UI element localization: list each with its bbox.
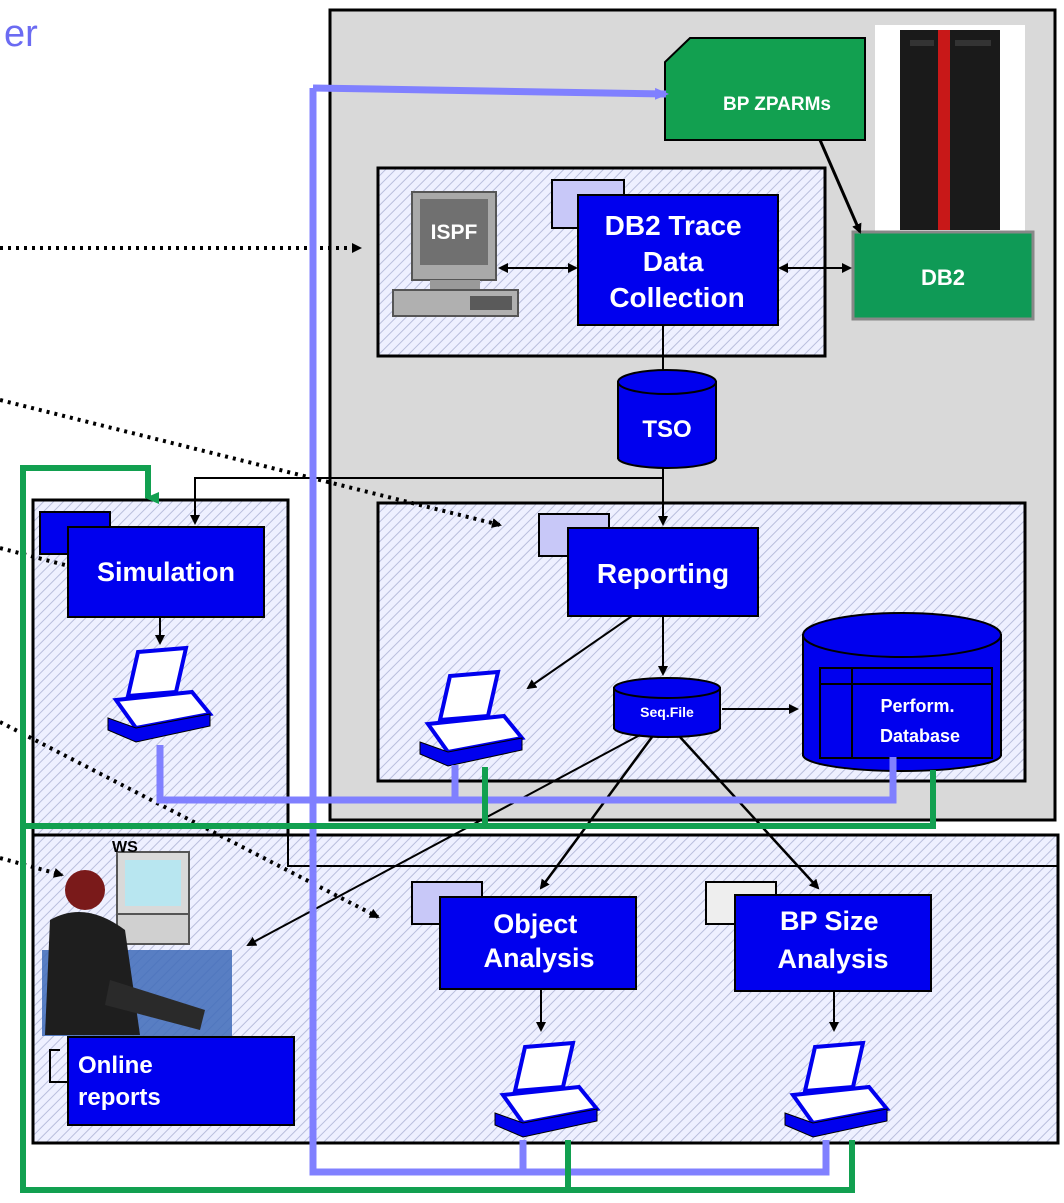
object-analysis-box xyxy=(439,896,637,990)
ispf-label: ISPF xyxy=(431,221,478,244)
online-reports-bracket xyxy=(49,1049,68,1083)
feedback-loop-lavender xyxy=(156,745,897,804)
object-analysis-label: Object Analysis xyxy=(483,909,594,973)
seqfile-bpsize-arrow xyxy=(679,736,820,890)
perform-db-cylinder xyxy=(802,612,1002,772)
tso-cylinder xyxy=(617,369,717,469)
online-reports-label: Online reports xyxy=(78,1052,161,1111)
printer-icon xyxy=(419,669,526,767)
bp-size-analysis-label: BP Size Analysis xyxy=(777,906,888,974)
dotted-pointer-simulation xyxy=(0,546,66,567)
bp-zparms-card xyxy=(664,37,866,141)
simulation-label: Simulation xyxy=(97,557,235,587)
perform-db-label: Perform. Database xyxy=(880,696,960,746)
trace-collection-label: DB2 Trace Data Collection xyxy=(605,210,750,313)
reporting-box xyxy=(567,527,759,617)
db2-box xyxy=(851,230,1035,321)
printer-icon xyxy=(107,645,214,743)
feedback-loop-green-outer xyxy=(20,465,159,826)
trace-collection-box xyxy=(577,194,779,326)
printer-icon xyxy=(784,1040,891,1138)
tso-simulation-arrow xyxy=(190,477,663,525)
reporting-printer-arrow xyxy=(526,615,633,690)
feedback-loop-lavender-top xyxy=(312,84,669,100)
reporting-label: Reporting xyxy=(597,558,729,589)
zparms-db2-arrow xyxy=(818,139,862,234)
feedback-loop-lavender-bottom xyxy=(309,88,527,1176)
seqfile-object-arrow xyxy=(539,736,654,890)
mainframe-image xyxy=(875,25,1025,235)
ws-label: WS xyxy=(112,839,138,856)
bp-size-analysis-box xyxy=(734,894,932,992)
feedback-loop-lavender-bpsize xyxy=(523,1140,830,1176)
printer-icon xyxy=(494,1040,601,1138)
feedback-loop-green-bpsize xyxy=(568,1140,855,1193)
feedback-loop-green-db xyxy=(485,770,936,829)
workstation-person-icon xyxy=(42,851,232,1036)
tso-label: TSO xyxy=(642,416,691,443)
simulation-box xyxy=(67,526,265,618)
db2-label: DB2 xyxy=(921,265,965,290)
dotted-pointer-reporting xyxy=(0,398,502,528)
seq-file-label: Seq.File xyxy=(640,704,694,720)
ispf-terminal-icon xyxy=(392,191,519,317)
dotted-pointer-ws xyxy=(0,856,64,878)
bp-zparms-label: BP ZPARMs xyxy=(723,94,831,115)
seq-file-cylinder xyxy=(613,677,721,738)
simulation-bottom-connector xyxy=(287,800,1058,867)
feedback-loop-green-bottom xyxy=(20,826,571,1193)
online-reports-box xyxy=(67,1036,295,1126)
title-fragment: er xyxy=(4,13,38,55)
